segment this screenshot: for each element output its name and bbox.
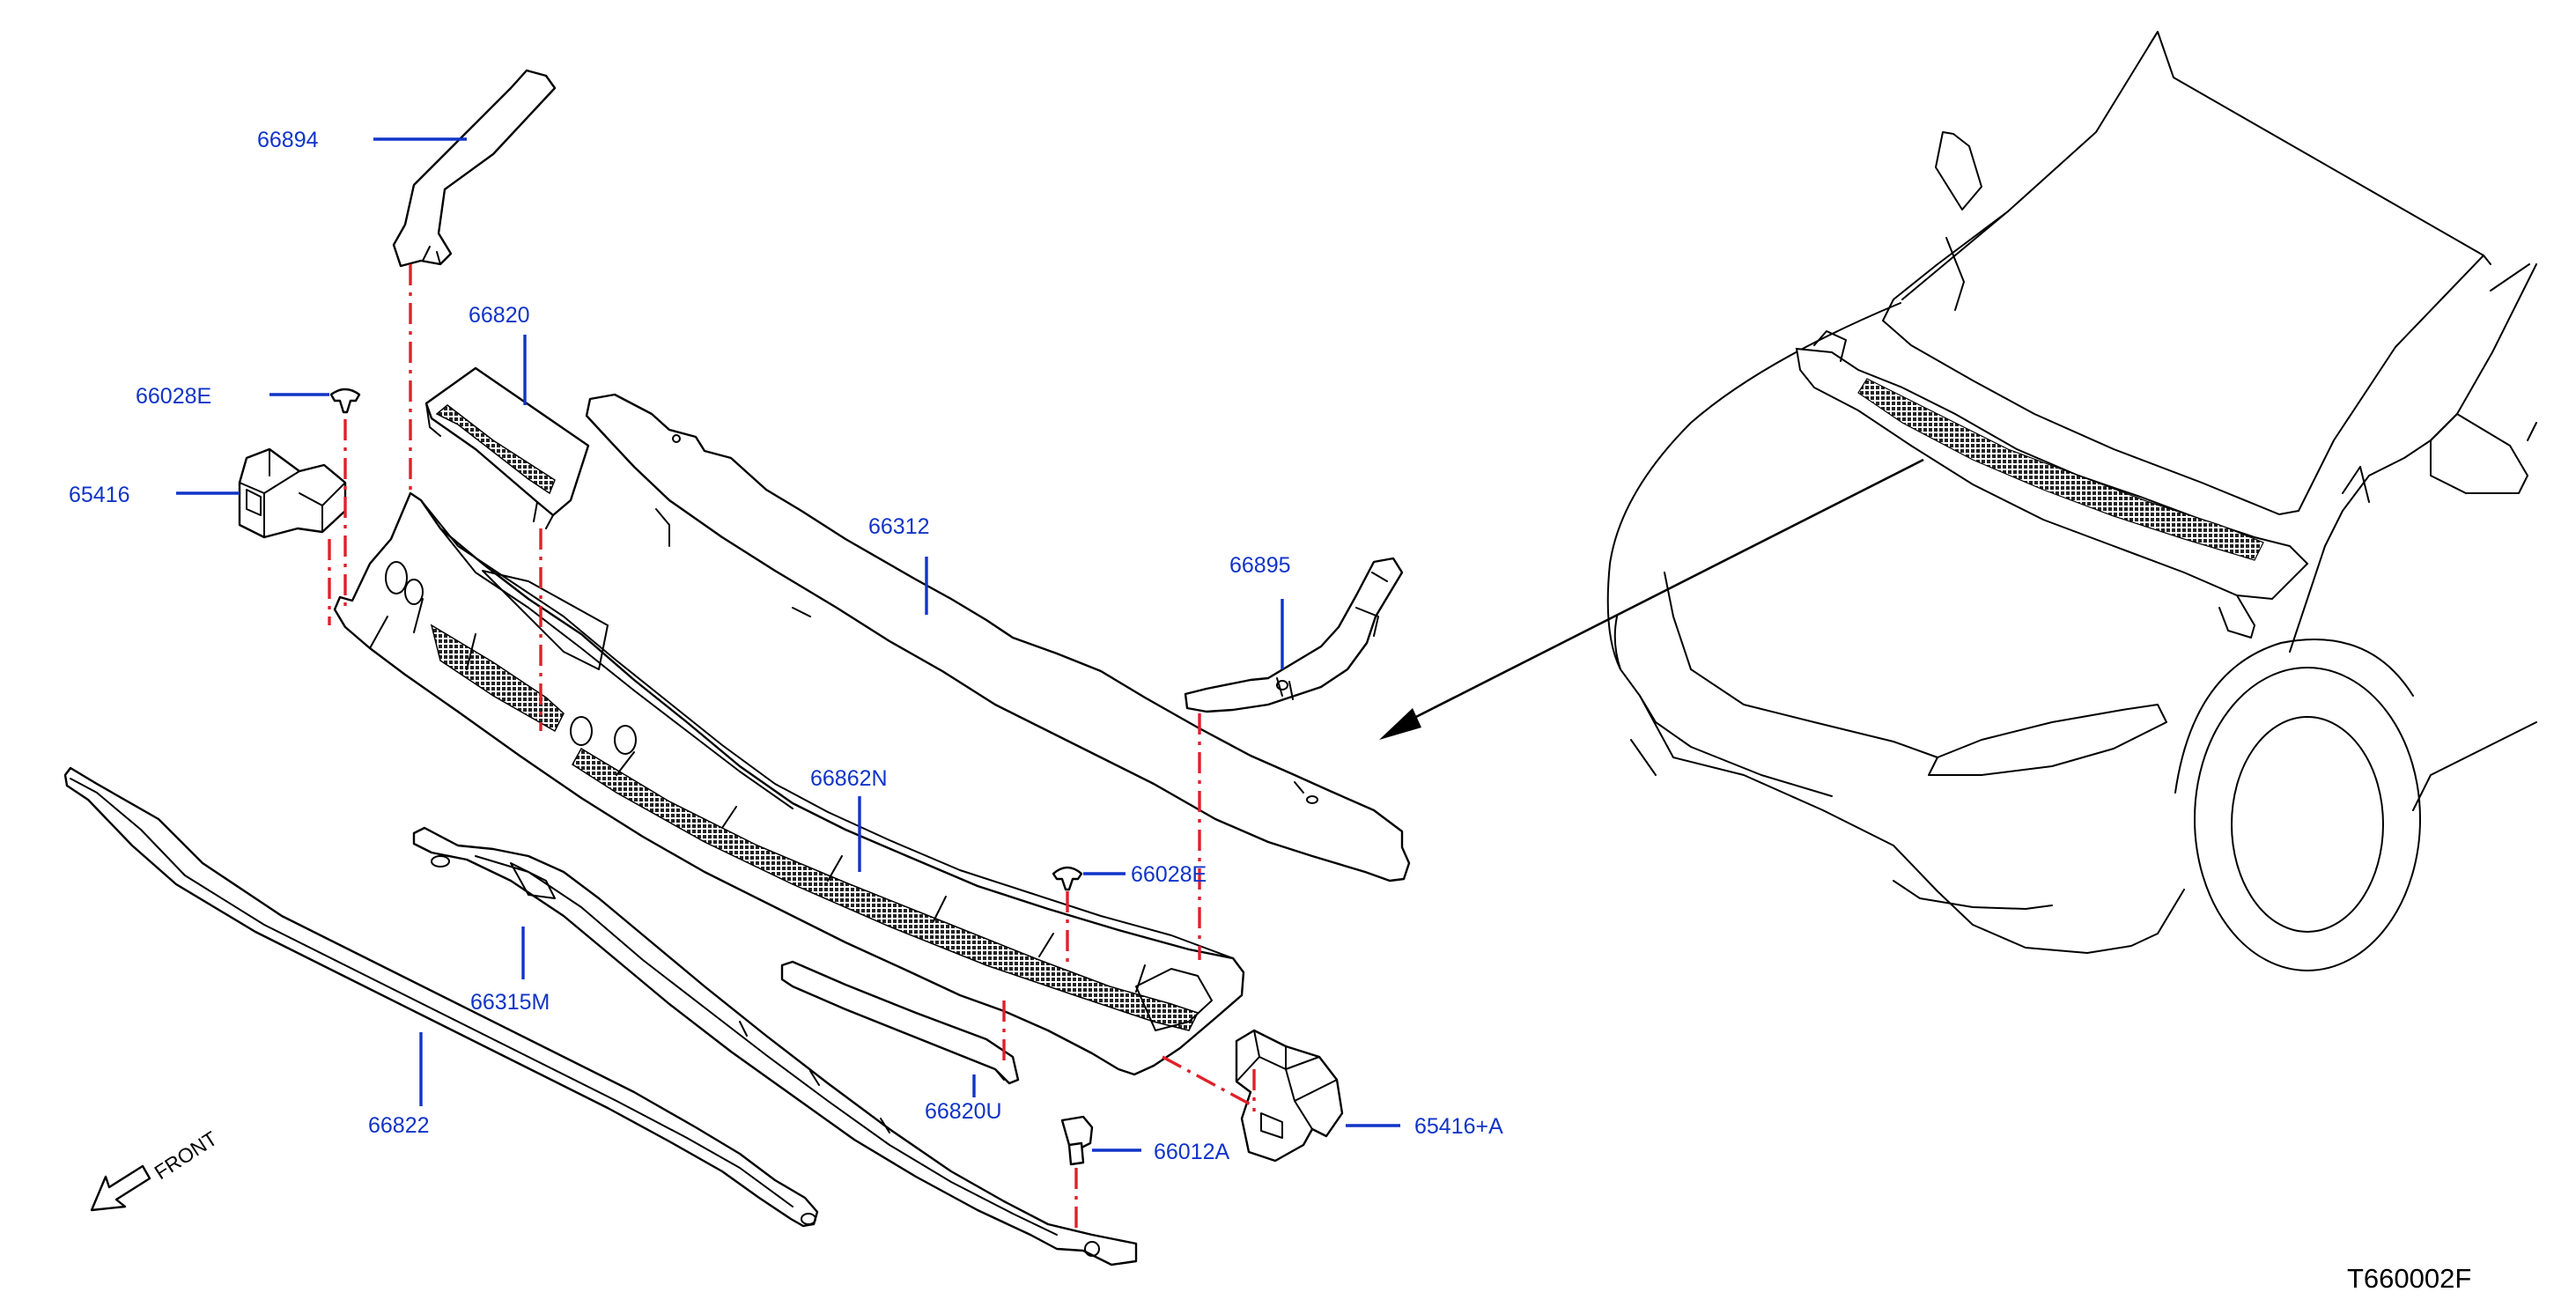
label-66820: 66820: [469, 303, 530, 328]
vehicle-overview: [1379, 31, 2537, 971]
seal-65416A-right: [1235, 1029, 1344, 1163]
mirror-left: [1935, 131, 1982, 210]
label-66822: 66822: [368, 1113, 430, 1138]
label-66820U: 66820U: [925, 1099, 1002, 1124]
label-66894: 66894: [257, 128, 319, 152]
label-65416: 65416: [69, 483, 130, 507]
lower-screen-66820U: [780, 960, 1020, 1085]
side-cover-66894: [392, 69, 557, 268]
cowl-seal-66312: [585, 393, 1411, 882]
seal-65416-left: [238, 447, 347, 539]
bolt-66012A: [1060, 1115, 1094, 1166]
label-65416A: 65416+A: [1414, 1114, 1503, 1139]
clip-66028E-left: [329, 388, 361, 414]
side-cover-66895: [1184, 557, 1404, 713]
vehicle-hood: [1882, 31, 2484, 515]
label-66862N: 66862N: [810, 766, 888, 791]
label-66028E-left: 66028E: [136, 384, 211, 409]
label-66312: 66312: [868, 514, 930, 539]
detail-pointer-arrow: [1408, 458, 1924, 722]
front-arrow-icon: [90, 1164, 151, 1212]
label-66895: 66895: [1229, 553, 1291, 578]
filter-screen-66820: [424, 366, 590, 529]
front-direction-indicator: FRONT: [90, 1126, 222, 1212]
mirror-right: [2430, 413, 2528, 494]
detail-pointer-arrowhead-icon: [1379, 708, 1421, 740]
cowl-reinforcement-66315M: [412, 826, 1138, 1266]
assembly-dashed-lines: [328, 264, 1256, 1233]
callout-labels: 66894 66820 66028E 65416 66312 66895 668…: [69, 128, 1503, 1164]
label-66315M: 66315M: [470, 990, 550, 1015]
headlamp: [1928, 704, 2167, 776]
front-label: FRONT: [151, 1126, 222, 1184]
label-66012A: 66012A: [1154, 1140, 1230, 1164]
clip-66028E-right: [1052, 866, 1083, 891]
callout-leaders: [176, 137, 1400, 1152]
weatherstrip-66822: [63, 766, 819, 1228]
diagram-code: T660002F: [2347, 1263, 2471, 1294]
dash-65416A: [1162, 1055, 1256, 1111]
label-66028E-right: 66028E: [1131, 862, 1207, 887]
cowl-panel-66862N: [333, 491, 1245, 1076]
front-wheel: [2194, 667, 2421, 971]
